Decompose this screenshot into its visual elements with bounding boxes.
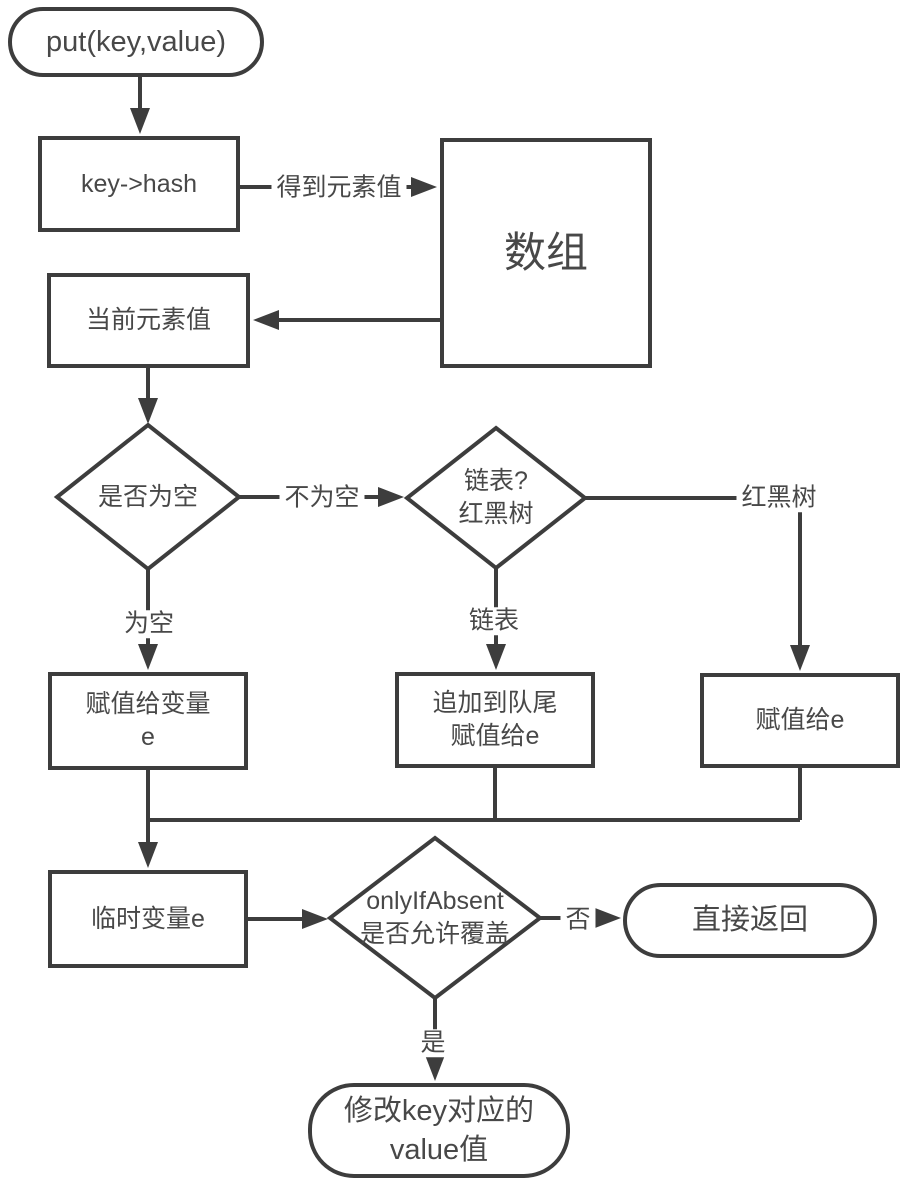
append-tail-line1: 追加到队尾 <box>432 689 558 717</box>
list-or-tree-label-line2: 红黑树 <box>458 500 534 528</box>
only-if-absent-decision: onlyIfAbsent 是否允许覆盖 <box>330 838 540 998</box>
arrowhead-into-current <box>253 310 279 330</box>
arrowhead-into-array <box>411 177 437 197</box>
arrowhead-into-assignvar <box>138 644 158 670</box>
list-or-tree-decision-shape <box>403 425 589 571</box>
list-or-tree-decision: 链表? 红黑树 <box>407 428 585 568</box>
temp-variable-e-process: 临时变量e <box>48 870 248 968</box>
array-box: 数组 <box>440 138 652 368</box>
arrowhead-into-listtree <box>378 487 404 507</box>
is-empty-label: 是否为空 <box>97 482 198 511</box>
direct-return-label: 直接返回 <box>691 904 808 937</box>
only-if-absent-decision-shape <box>326 835 544 1001</box>
direct-return-terminator: 直接返回 <box>623 883 877 958</box>
arrowhead-into-onlyif <box>302 909 328 929</box>
edge-label-no: 否 <box>560 906 596 934</box>
modify-value-line1: 修改key对应的 <box>343 1095 535 1128</box>
arrowhead-into-assigne <box>790 645 810 671</box>
only-if-absent-label-line1: onlyIfAbsent <box>366 887 504 915</box>
assign-variable-e-line2: e <box>141 723 155 751</box>
key-hash-process: key->hash <box>38 136 240 232</box>
assign-variable-e-process: 赋值给变量 e <box>48 672 248 770</box>
is-empty-decision: 是否为空 <box>57 425 239 569</box>
edge-label-yes: 是 <box>415 1029 451 1057</box>
modify-value-line2: value值 <box>389 1133 489 1166</box>
edge-label-linked-list: 链表 <box>463 607 525 635</box>
arrowhead-into-isempty <box>138 398 158 424</box>
arrowhead-into-return <box>595 908 621 928</box>
assign-e-process: 赋值给e <box>700 673 900 768</box>
is-empty-decision-shape <box>53 422 243 572</box>
append-tail-process: 追加到队尾 赋值给e <box>395 672 595 768</box>
start-terminator: put(key,value) <box>8 7 264 77</box>
current-element-process: 当前元素值 <box>47 273 250 368</box>
current-element-label: 当前元素值 <box>85 306 211 334</box>
arrowhead-into-append <box>486 644 506 670</box>
edge-label-not-empty: 不为空 <box>279 484 365 512</box>
temp-variable-e-label: 临时变量e <box>91 904 205 933</box>
only-if-absent-label-line2: 是否允许覆盖 <box>359 920 510 948</box>
arrowhead-into-tempvar <box>138 842 158 868</box>
arrowhead-into-keyhash <box>130 108 150 134</box>
assign-e-label: 赋值给e <box>755 706 845 734</box>
list-or-tree-label-line1: 链表? <box>464 467 528 495</box>
assign-variable-e-line1: 赋值给变量 <box>85 690 211 718</box>
key-hash-label: key->hash <box>80 169 198 198</box>
edge-label-empty: 为空 <box>118 610 180 638</box>
edge-label-red-black-tree: 红黑树 <box>736 484 822 512</box>
modify-value-terminator: 修改key对应的 value值 <box>308 1083 570 1178</box>
arrowhead-into-modify <box>425 1055 445 1081</box>
array-label: 数组 <box>503 229 588 277</box>
append-tail-line2: 赋值给e <box>450 722 540 750</box>
edge-label-get-element: 得到元素值 <box>271 174 407 202</box>
start-terminator-label: put(key,value) <box>46 25 226 58</box>
